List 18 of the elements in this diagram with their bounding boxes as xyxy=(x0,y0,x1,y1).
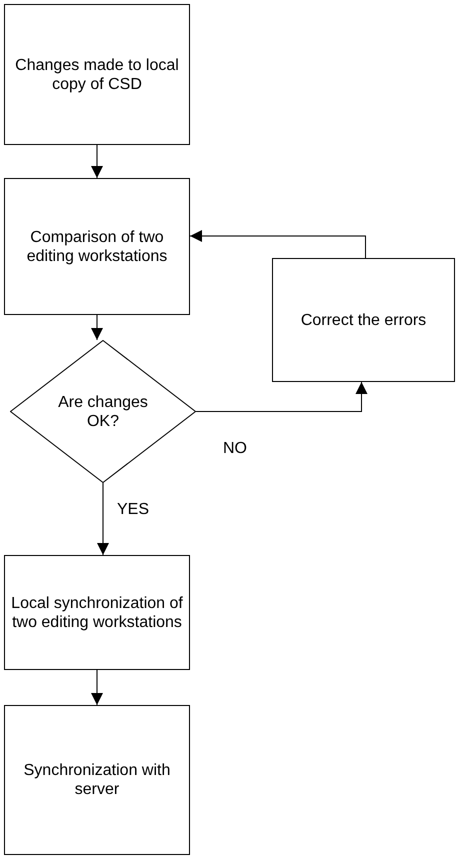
node-text: Are changes OK? xyxy=(57,392,149,430)
arrow xyxy=(196,382,368,412)
decision-diamond xyxy=(10,340,196,483)
process-box xyxy=(4,4,190,145)
node-text: Correct the errors xyxy=(300,310,426,330)
node-text: Synchronization with server xyxy=(22,761,172,799)
node-text: Changes made to local copy of CSD xyxy=(14,56,180,94)
arrow xyxy=(91,670,103,706)
process-box xyxy=(4,555,190,670)
process-box xyxy=(272,258,455,382)
node-text: Comparison of two editing workstations xyxy=(26,228,168,266)
arrow xyxy=(91,144,103,178)
arrow xyxy=(97,482,109,556)
arrow xyxy=(190,230,366,258)
node-text: Local synchronization of two editing workstations xyxy=(10,594,184,632)
process-box xyxy=(4,705,190,855)
process-box xyxy=(4,178,190,315)
arrow xyxy=(91,314,103,340)
